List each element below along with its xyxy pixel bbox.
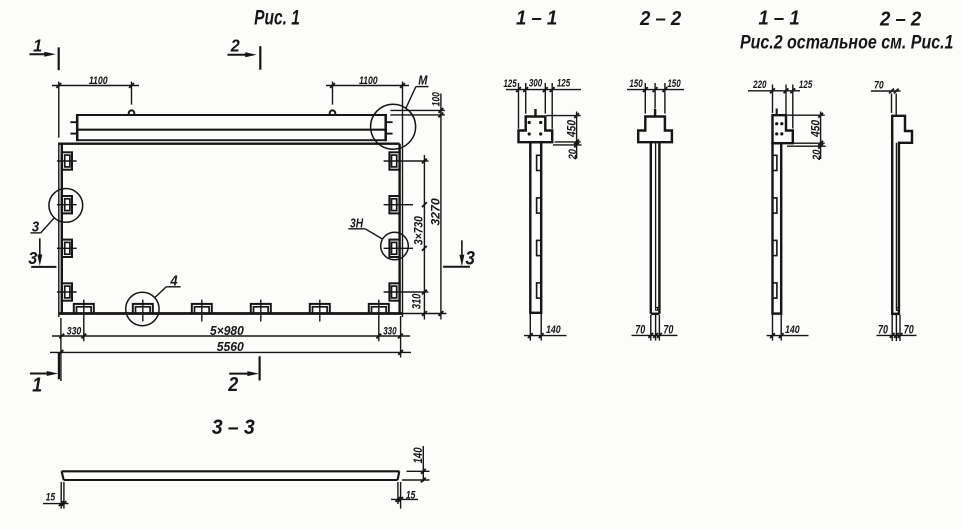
svg-text:450: 450 xyxy=(810,119,823,138)
svg-text:3: 3 xyxy=(28,248,37,268)
svg-text:70: 70 xyxy=(904,325,914,337)
svg-text:220: 220 xyxy=(752,79,767,92)
svg-text:150: 150 xyxy=(667,78,681,91)
svg-text:310: 310 xyxy=(410,294,423,310)
svg-text:70: 70 xyxy=(663,325,673,337)
svg-text:2: 2 xyxy=(230,36,240,56)
svg-text:125: 125 xyxy=(799,79,813,92)
svg-text:5×980: 5×980 xyxy=(210,324,244,338)
svg-text:300: 300 xyxy=(529,78,543,91)
svg-text:3: 3 xyxy=(32,219,40,235)
svg-text:140: 140 xyxy=(546,324,561,336)
svg-text:Рис.2 остальное см. Рис.1: Рис.2 остальное см. Рис.1 xyxy=(740,31,954,53)
svg-text:15: 15 xyxy=(406,489,416,501)
svg-text:1: 1 xyxy=(33,36,42,56)
svg-text:3×730: 3×730 xyxy=(413,215,426,245)
svg-text:3Н: 3Н xyxy=(350,217,364,230)
svg-text:2 – 2: 2 – 2 xyxy=(879,9,922,31)
svg-text:15: 15 xyxy=(46,491,56,503)
svg-text:70: 70 xyxy=(635,325,645,337)
svg-text:1100: 1100 xyxy=(359,75,378,87)
svg-text:1100: 1100 xyxy=(89,75,108,87)
svg-text:4: 4 xyxy=(169,273,178,289)
svg-text:330: 330 xyxy=(383,325,397,338)
svg-text:М: М xyxy=(418,73,428,88)
svg-text:2: 2 xyxy=(227,374,238,396)
svg-text:3 – 3: 3 – 3 xyxy=(212,416,255,439)
svg-text:450: 450 xyxy=(566,119,579,138)
svg-text:100: 100 xyxy=(431,92,443,107)
svg-text:330: 330 xyxy=(67,325,82,337)
svg-text:1 – 1: 1 – 1 xyxy=(516,8,557,30)
svg-text:140: 140 xyxy=(785,324,800,336)
svg-text:3270: 3270 xyxy=(429,198,443,226)
svg-text:125: 125 xyxy=(557,78,571,91)
svg-text:1 – 1: 1 – 1 xyxy=(758,8,799,30)
svg-text:70: 70 xyxy=(878,325,888,337)
svg-text:150: 150 xyxy=(629,78,643,91)
svg-text:125: 125 xyxy=(503,78,517,91)
svg-text:70: 70 xyxy=(874,80,884,92)
svg-text:Рис. 1: Рис. 1 xyxy=(254,5,300,29)
svg-text:20: 20 xyxy=(567,149,579,161)
svg-text:20: 20 xyxy=(811,149,823,161)
svg-text:140: 140 xyxy=(412,447,425,463)
svg-text:2 – 2: 2 – 2 xyxy=(639,9,682,31)
svg-text:1: 1 xyxy=(32,375,42,397)
svg-text:5560: 5560 xyxy=(217,340,244,354)
svg-text:3: 3 xyxy=(465,248,475,269)
